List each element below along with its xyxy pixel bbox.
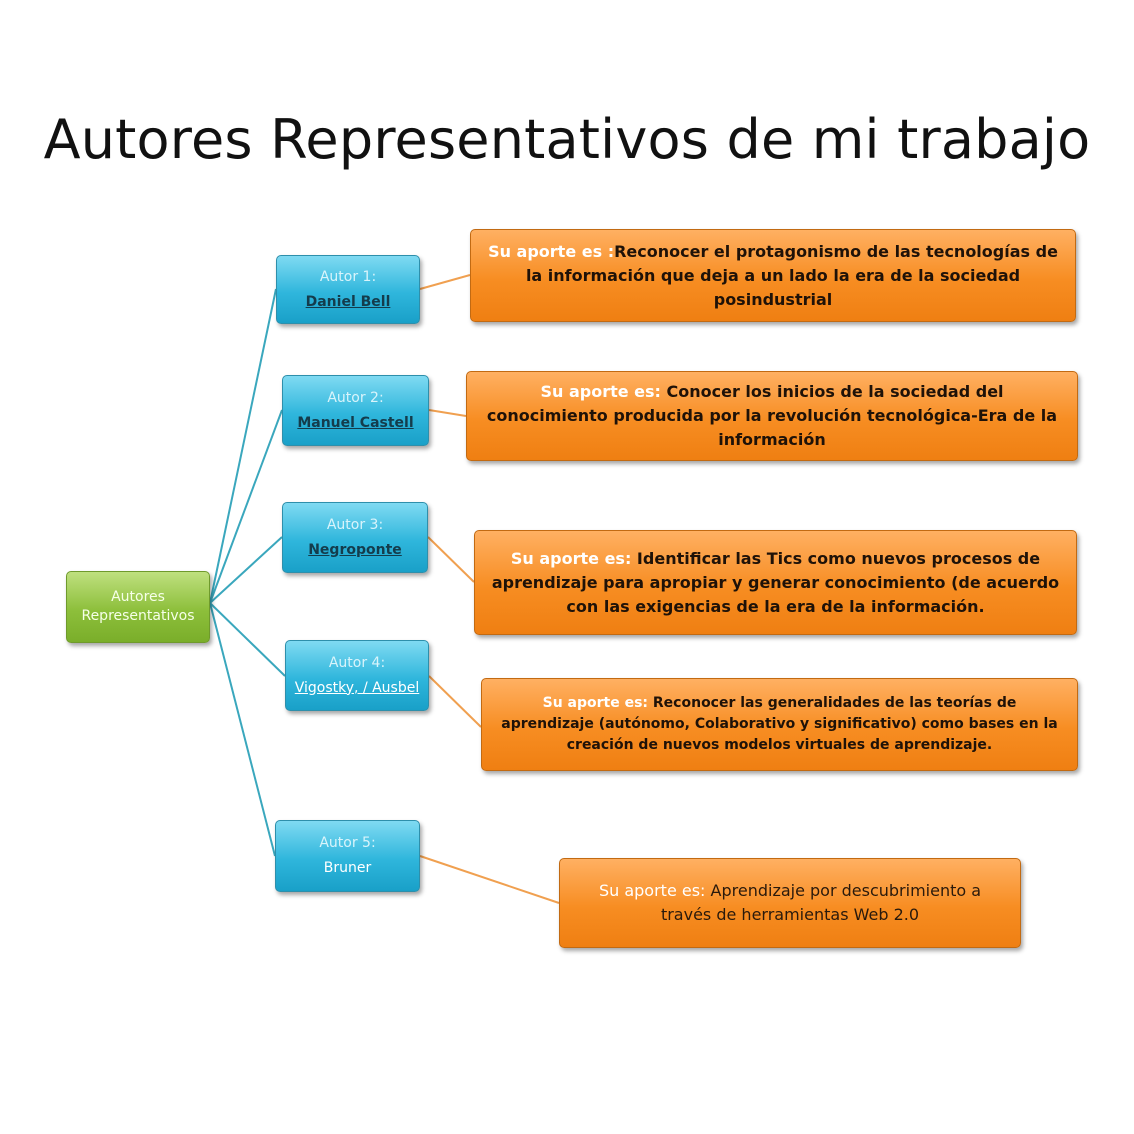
author-label: Autor 3: xyxy=(326,516,384,533)
connector-root-autor3 xyxy=(209,536,283,604)
author-name-link[interactable]: Daniel Bell xyxy=(305,293,391,310)
connector-root-autor4 xyxy=(209,602,286,677)
contribution-node-5: Su aporte es: Aprendizaje por descubrimi… xyxy=(559,858,1021,948)
contribution-body: Conocer los inicios de la sociedad del c… xyxy=(486,382,1058,449)
author-label: Autor 2: xyxy=(327,389,384,406)
contribution-body: Reconocer las generalidades de las teorí… xyxy=(501,695,1058,753)
contribution-body: Identificar las Tics como nuevos proceso… xyxy=(491,548,1060,616)
author-node-2: Autor 2: Manuel Castell xyxy=(282,375,429,446)
author-node-4: Autor 4: Vigostky, / Ausbel xyxy=(285,640,429,711)
contribution-node-2: Su aporte es: Conocer los inicios de la … xyxy=(466,371,1078,461)
contribution-node-4: Su aporte es: Reconocer las generalidade… xyxy=(481,678,1078,771)
connector-root-autor2 xyxy=(209,409,283,604)
contribution-text: Su aporte es: Reconocer las generalidade… xyxy=(494,693,1065,756)
author-name: Bruner xyxy=(323,860,372,876)
contribution-text: Su aporte es: Aprendizaje por descubrimi… xyxy=(572,879,1008,927)
connector-root-autor1 xyxy=(209,288,277,604)
author-name-link[interactable]: Manuel Castell xyxy=(297,414,414,431)
root-node: Autores Representativos xyxy=(66,571,210,643)
contribution-node-3: Su aporte es: Identificar las Tics como … xyxy=(474,530,1077,635)
contribution-lead: Su aporte es: xyxy=(510,548,632,568)
connector-autor2-aporte2 xyxy=(428,409,467,417)
contribution-lead: Su aporte es: xyxy=(542,695,649,711)
contribution-text: Su aporte es :Reconocer el protagonismo … xyxy=(483,240,1063,312)
contribution-lead: Su aporte es: xyxy=(598,881,706,900)
connector-autor5-aporte5 xyxy=(419,855,560,904)
author-node-1: Autor 1: Daniel Bell xyxy=(276,255,420,324)
connector-autor1-aporte1 xyxy=(419,274,471,290)
contribution-node-1: Su aporte es :Reconocer el protagonismo … xyxy=(470,229,1076,322)
contribution-body: Reconocer el protagonismo de las tecnolo… xyxy=(525,241,1058,309)
connector-autor4-aporte4 xyxy=(428,675,482,728)
connector-root-autor5 xyxy=(209,602,276,857)
root-label: Autores Representativos xyxy=(81,589,195,624)
author-node-5: Autor 5: Bruner xyxy=(275,820,420,892)
page-title: Autores Representativos de mi trabajo xyxy=(43,108,1091,171)
contribution-lead: Su aporte es : xyxy=(488,241,615,261)
author-name-link[interactable]: Negroponte xyxy=(308,541,402,558)
author-node-3: Autor 3: Negroponte xyxy=(282,502,428,573)
author-name-link[interactable]: Vigostky, / Ausbel xyxy=(294,679,420,696)
author-label: Autor 1: xyxy=(319,268,377,285)
connector-autor3-aporte3 xyxy=(427,536,475,583)
author-label: Autor 4: xyxy=(328,654,386,671)
contribution-text: Su aporte es: Conocer los inicios de la … xyxy=(479,380,1065,452)
contribution-body: Aprendizaje por descubrimiento a través … xyxy=(660,881,982,924)
contribution-text: Su aporte es: Identificar las Tics como … xyxy=(487,547,1064,619)
author-label: Autor 5: xyxy=(319,835,376,851)
contribution-lead: Su aporte es: xyxy=(540,382,661,401)
